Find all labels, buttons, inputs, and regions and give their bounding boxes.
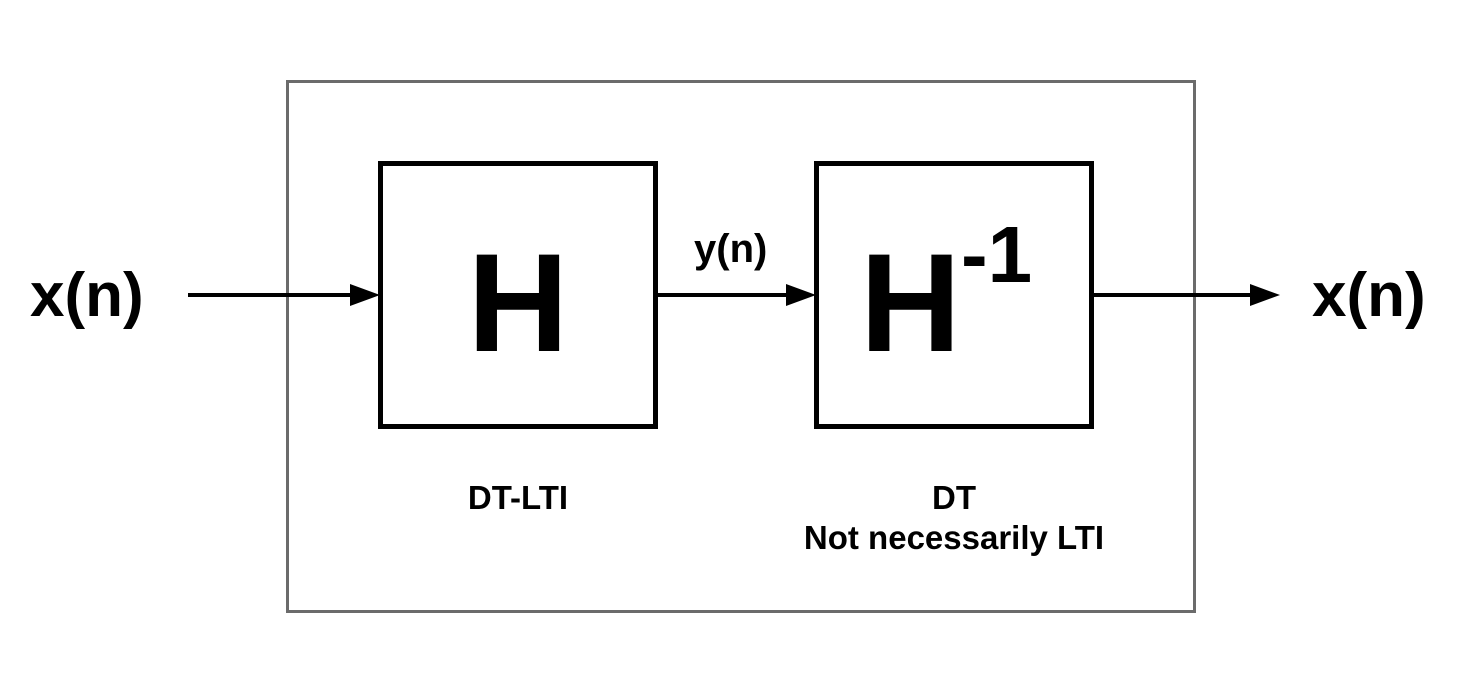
system-h-inverse-block: H-1 (814, 161, 1094, 429)
h-inverse-base: H (859, 224, 961, 381)
mid-arrow (658, 284, 816, 306)
h-inverse-caption-line2: Not necessarily LTI (803, 519, 1105, 556)
system-h-inverse-symbol: H-1 (860, 215, 1032, 373)
h-inverse-superscript: -1 (960, 210, 1033, 299)
h-inverse-caption: DT Not necessarily LTI (754, 478, 1154, 558)
input-arrow (188, 284, 380, 306)
intermediate-signal-label: y(n) (694, 227, 768, 271)
output-signal-label: x(n) (1312, 261, 1426, 330)
system-frame (286, 80, 1196, 613)
h-caption: DT-LTI (467, 479, 569, 516)
h-inverse-caption-line1: DT (932, 479, 976, 516)
input-signal-label: x(n) (30, 261, 144, 330)
system-h-symbol: H (467, 224, 569, 381)
output-arrow (1094, 284, 1280, 306)
system-h-block: H (378, 161, 658, 429)
